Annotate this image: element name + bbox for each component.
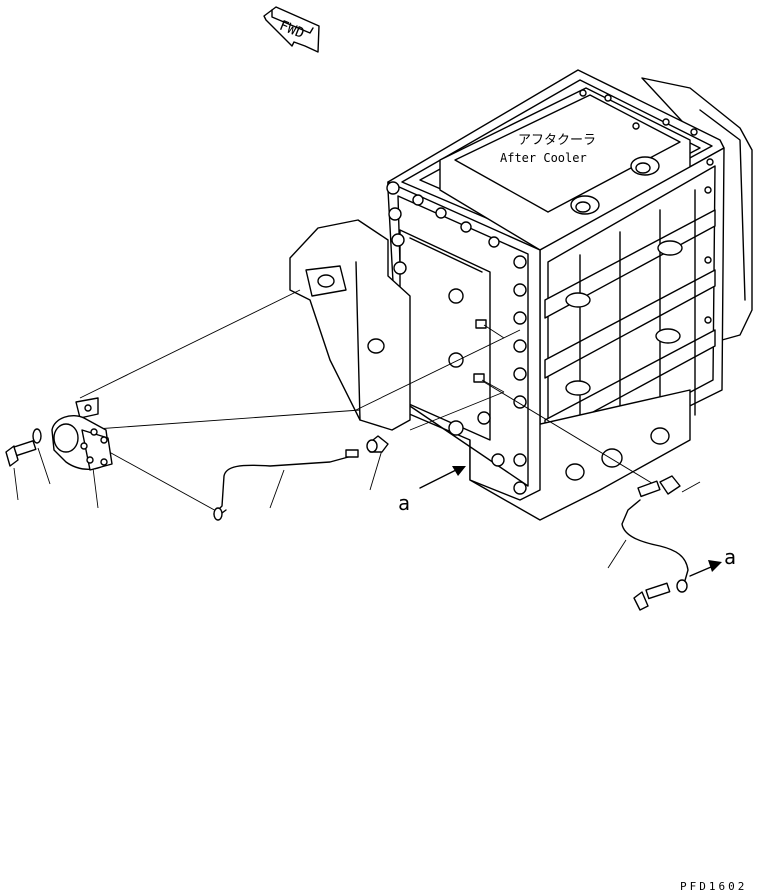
assembly-lines (13, 289, 701, 569)
ref-mark-right: a (724, 545, 736, 569)
studs (473, 319, 505, 393)
mounting-bracket (289, 219, 411, 431)
ground-cable-left (213, 435, 389, 521)
drawing-id: PFD1602 (680, 880, 747, 893)
relay-assembly (51, 397, 113, 471)
ref-arrow-a-left: a (398, 466, 466, 515)
component-label-jp: アフタクーラ (518, 133, 596, 148)
flange-bolts (386, 89, 714, 495)
component-label-en: After Cooler (500, 151, 587, 165)
ref-arrow-a-right: a (689, 545, 736, 577)
after-cooler (387, 69, 753, 521)
ref-mark-left: a (398, 491, 410, 515)
ground-cable-right (621, 475, 689, 611)
fwd-arrow: FWD (263, 6, 320, 53)
bolt-left (5, 428, 42, 467)
